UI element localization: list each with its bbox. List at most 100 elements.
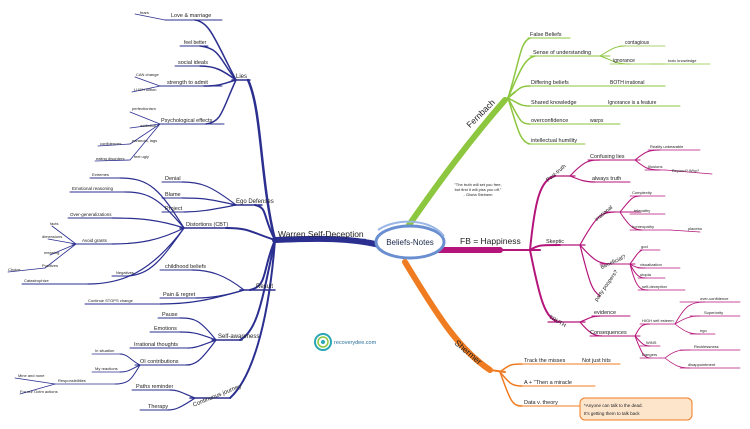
fernbach-branch bbox=[397, 37, 711, 241]
catastrophize: Catastrophize bbox=[24, 278, 49, 283]
placebo: placebo bbox=[688, 226, 703, 231]
always-truth: always truth bbox=[592, 176, 621, 182]
shermer-callout-box bbox=[579, 397, 693, 421]
self-awareness-title: Self-awareness bbox=[218, 334, 259, 340]
data-v-theory: Data v. theory bbox=[524, 400, 558, 406]
post-truth: Post-truth bbox=[545, 164, 567, 184]
love-marriage: Love & marriage bbox=[171, 13, 211, 19]
reality-unbearable: Reality unbearable bbox=[650, 144, 684, 149]
recklessness: Recklessness bbox=[694, 344, 719, 349]
lush-tuition: LUSH tuition bbox=[134, 87, 156, 92]
warren-title: Warren Self-Deception bbox=[278, 229, 364, 239]
consequences: Consequences bbox=[590, 330, 627, 336]
illusions: Illusions bbox=[648, 164, 662, 169]
negatives: Negatives bbox=[116, 270, 134, 275]
callout-line-1: *Anyone can talk to the dead. bbox=[584, 403, 643, 408]
sense-of-understanding: Sense of understanding bbox=[533, 50, 591, 56]
ignorance: ignorance bbox=[613, 58, 635, 64]
pain-regret: Pain & regret bbox=[163, 292, 196, 298]
fb-title: FB = Happiness bbox=[460, 236, 521, 246]
wins: WINS bbox=[646, 340, 657, 345]
toxic-knowledge: toxic knowledge bbox=[668, 58, 697, 63]
visualization: visualization bbox=[640, 262, 662, 267]
warps: warps bbox=[590, 118, 604, 124]
confusing-lies: Confusing lies bbox=[590, 154, 625, 160]
my-reactions: My reactions bbox=[95, 366, 118, 371]
quote-line-1: "The truth will set you free, bbox=[454, 182, 501, 187]
emotional-reasoning: Emotional reasoning bbox=[72, 186, 114, 191]
beneficial: Beneficial? bbox=[600, 254, 627, 271]
feel-ugly: feel ugly bbox=[134, 154, 149, 159]
meaning: meaning bbox=[44, 250, 59, 255]
oi-contributions: OI contributions bbox=[140, 359, 179, 365]
addiction: addiction bbox=[140, 123, 156, 128]
party-poopers: party poopers? bbox=[594, 269, 620, 303]
positives: Positives bbox=[42, 263, 58, 268]
denial: Denial bbox=[165, 176, 181, 182]
not-just-hits: Not just hits bbox=[582, 358, 611, 364]
ego-defenses-title: Ego Defenses bbox=[236, 199, 274, 205]
recoverydee-logo bbox=[314, 333, 332, 351]
distortions-title: Distortions (CBT) bbox=[186, 222, 228, 228]
evidence: evidence bbox=[594, 310, 616, 316]
social-ideals: social ideals bbox=[178, 60, 208, 66]
disappointment: disappointment bbox=[688, 362, 716, 367]
blame: Blame bbox=[165, 192, 181, 198]
homeopathy: homeopathy bbox=[632, 224, 654, 229]
emotions: Emotions bbox=[154, 326, 177, 332]
beyond-why: Beyond? Why? bbox=[672, 168, 700, 173]
continue-stops-change: Continue STOPS change bbox=[88, 298, 134, 303]
feel-better: feel better bbox=[184, 40, 207, 46]
project: Project bbox=[165, 206, 183, 212]
warren-branch bbox=[7, 13, 383, 411]
complexity: Complexity bbox=[632, 190, 652, 195]
dangers: Dangers bbox=[642, 352, 657, 357]
irrational: irrational bbox=[594, 205, 614, 223]
shared-knowledge: Shared knowledge bbox=[531, 100, 577, 106]
eating-disorders: eating disorders bbox=[96, 156, 124, 161]
continuous-journey-title: Continuous journey bbox=[192, 384, 242, 409]
a-then-a-miracle: A + "Then a miracle bbox=[524, 380, 572, 386]
central-node bbox=[374, 220, 446, 260]
facts: facts bbox=[50, 221, 58, 226]
superiority: Superiority bbox=[704, 310, 723, 315]
ignorance-is-a-feature: Ignorance is a feature bbox=[608, 100, 657, 106]
utopia: utopia bbox=[640, 272, 652, 277]
high-self-esteem: HIGH self esteem bbox=[642, 318, 674, 323]
over-confidence: over-confidence bbox=[700, 296, 729, 301]
result-title: Result bbox=[256, 284, 273, 290]
false-beliefs: False Beliefs bbox=[530, 32, 562, 38]
confidences: confidences bbox=[100, 141, 121, 146]
self-deception: self-deception bbox=[642, 284, 667, 289]
psychological-effects: Psychological effects bbox=[161, 118, 213, 124]
responsibilities: Responsibilities bbox=[58, 378, 86, 383]
dimensions: dimensions bbox=[42, 234, 62, 239]
overconfidence: overconfidence bbox=[531, 118, 568, 124]
fears: fears bbox=[140, 10, 149, 15]
for-our-actions: For our Ootm actions bbox=[20, 389, 58, 394]
extremes: Extremes bbox=[92, 172, 109, 177]
over-generalizations: Over-generalizations bbox=[70, 212, 112, 217]
paths-reminder: Paths reminder bbox=[136, 384, 173, 390]
telepathy: telepathy bbox=[634, 208, 650, 213]
irrational-thoughts: Irrational thoughts bbox=[134, 342, 178, 348]
childhood-beliefs: childhood beliefs bbox=[165, 264, 206, 270]
mine-and-none: Mine and none bbox=[18, 373, 45, 378]
differing-beliefs: Differing beliefs bbox=[531, 80, 569, 86]
strength-to-admit: strength to admit bbox=[167, 80, 208, 86]
track-the-misses: Track the misses bbox=[524, 358, 566, 364]
logo-text: recoverydee.com bbox=[334, 340, 377, 346]
intellectual-humility: intellectual humility bbox=[531, 138, 577, 144]
therapy: Therapy bbox=[148, 404, 168, 410]
avoid-grants: Avoid grants bbox=[82, 238, 108, 243]
pause: Pause bbox=[162, 312, 178, 318]
in-situation: In situation bbox=[95, 348, 114, 353]
choice: Choice bbox=[8, 267, 21, 272]
callout-line-2: It's getting them to talk back bbox=[584, 411, 640, 416]
skeptic: Skeptic bbox=[546, 239, 564, 245]
shermer-title: Shermer bbox=[453, 338, 485, 367]
quote-line-3: - Gloria Steinem bbox=[464, 192, 494, 197]
perfectionism: perfectionism bbox=[132, 106, 156, 111]
ego: ego bbox=[700, 328, 707, 333]
